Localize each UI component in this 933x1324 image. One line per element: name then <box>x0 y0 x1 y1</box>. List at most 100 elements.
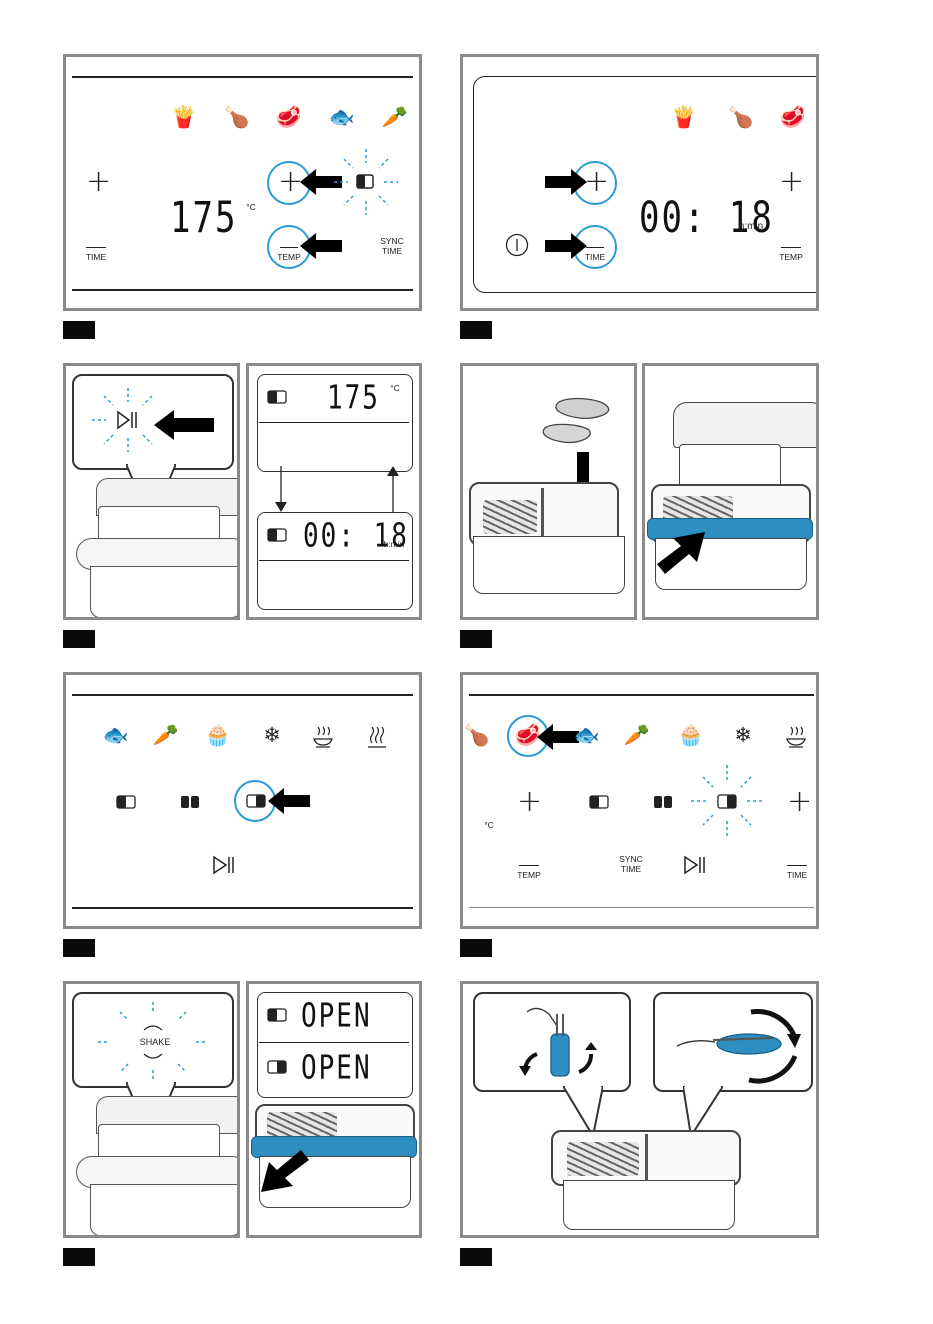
divider <box>259 422 409 423</box>
time-plus-button[interactable]: + <box>86 167 111 197</box>
basket-right-icon[interactable] <box>246 794 266 808</box>
basket-left-icon <box>267 528 287 542</box>
vegetables-icon[interactable]: 🥕 <box>379 107 411 128</box>
temp-label: TEMP <box>514 871 544 881</box>
muffin-icon[interactable]: 🧁 <box>202 725 234 746</box>
drumstick-icon[interactable]: 🍗 <box>725 107 757 128</box>
temp-minus-button[interactable] <box>781 247 801 248</box>
tongs-stir-icon <box>497 1000 607 1082</box>
fries-in-basket <box>567 1142 639 1176</box>
appliance-lid <box>673 402 819 448</box>
time-plus-button[interactable]: + <box>584 167 609 197</box>
vegetables-icon[interactable]: 🥕 <box>621 725 653 746</box>
divider <box>469 694 814 696</box>
time-label: TIME <box>81 253 111 263</box>
panel-4b <box>642 363 819 620</box>
temperature-unit: °C <box>241 203 261 213</box>
temperature-display: 175 <box>327 382 380 415</box>
step-tag <box>460 321 492 339</box>
step-tag <box>460 630 492 648</box>
basket-right-icon[interactable] <box>691 765 763 837</box>
divider <box>72 907 413 909</box>
drawer-body <box>563 1180 735 1230</box>
divider <box>469 907 814 908</box>
panel-4a <box>460 363 637 620</box>
fish-icon[interactable]: 🐟 <box>571 725 603 746</box>
steam-icon[interactable] <box>366 725 388 749</box>
drumstick-icon[interactable]: 🍗 <box>221 107 253 128</box>
divider <box>259 560 409 561</box>
fries-icon[interactable]: 🍟 <box>168 107 200 128</box>
time-plus-button[interactable]: + <box>787 787 812 817</box>
sync-time-label[interactable]: SYNC TIME <box>613 855 649 875</box>
divider <box>72 694 413 696</box>
divider <box>259 1042 409 1043</box>
panel-7a: SHAKE <box>63 981 240 1238</box>
arrow-down-icon <box>273 466 289 512</box>
time-minus-button[interactable] <box>787 865 807 866</box>
play-pause-icon[interactable] <box>683 855 707 875</box>
step-tag <box>63 1248 95 1266</box>
panel-2: 🍟 🍗 🥩 + TIME 00: 18 h:min + TEMP <box>460 54 819 311</box>
time-display: 00: 18 <box>639 197 774 240</box>
fries-icon[interactable]: 🍟 <box>668 107 700 128</box>
arrow-left-icon <box>154 410 214 440</box>
panel-3a <box>63 363 240 620</box>
time-label: TIME <box>782 871 812 881</box>
sync-time-label[interactable]: SYNC TIME <box>374 237 410 257</box>
muffin-icon[interactable]: 🧁 <box>675 725 707 746</box>
basket-left-icon[interactable] <box>589 795 609 809</box>
basket-both-icon[interactable] <box>180 795 200 809</box>
appliance-body <box>76 1096 240 1236</box>
keep-warm-icon[interactable] <box>312 725 334 749</box>
keep-warm-icon[interactable] <box>785 725 807 749</box>
fries-in-basket <box>483 500 537 534</box>
drawer-body <box>473 536 625 594</box>
appliance-body <box>76 478 240 618</box>
divider <box>72 76 413 78</box>
tongs-flip-icon <box>673 998 803 1084</box>
basket-left-icon[interactable] <box>116 795 136 809</box>
display-bezel <box>473 76 819 293</box>
defrost-icon[interactable]: ❄ <box>727 725 759 746</box>
open-display-bottom: OPEN <box>301 1052 372 1085</box>
panel-8 <box>460 981 819 1238</box>
step-tag <box>460 939 492 957</box>
step-tag <box>63 630 95 648</box>
power-icon[interactable] <box>505 233 529 257</box>
panel-6: 🍗 🥩 🐟 🥕 🧁 ❄ + °C TEMP + SYNC TIME TIME <box>460 672 819 929</box>
step-tag <box>63 939 95 957</box>
temperature-display: 175 <box>170 197 237 240</box>
steak-icon[interactable]: 🥩 <box>777 107 809 128</box>
basket-right-icon <box>267 1060 287 1074</box>
basket-select-icon[interactable] <box>334 149 398 215</box>
temp-label: TEMP <box>776 253 806 263</box>
steak-icon[interactable]: 🥩 <box>273 107 305 128</box>
temp-minus-button[interactable] <box>519 865 539 866</box>
arrow-left-icon <box>268 788 310 814</box>
arrow-out-icon <box>261 1150 309 1192</box>
panel-3b: 175 °C 00: 18 h:min <box>246 363 422 620</box>
steak-pieces <box>539 396 619 452</box>
fish-icon[interactable]: 🐟 <box>100 725 132 746</box>
temp-plus-button[interactable]: + <box>779 167 804 197</box>
play-pause-icon[interactable] <box>212 855 236 875</box>
basket-divider <box>645 1134 648 1182</box>
open-display-top: OPEN <box>301 1000 372 1033</box>
step-tag <box>63 321 95 339</box>
fish-icon[interactable]: 🐟 <box>326 107 358 128</box>
step-tag <box>460 1248 492 1266</box>
arrow-right-icon <box>545 169 587 195</box>
temp-plus-button[interactable]: + <box>517 787 542 817</box>
time-minus-button[interactable] <box>586 247 604 248</box>
shake-label: SHAKE <box>132 1037 178 1047</box>
time-minus-button[interactable] <box>86 247 106 248</box>
temp-minus-button[interactable] <box>280 247 298 248</box>
defrost-icon[interactable]: ❄ <box>256 725 288 746</box>
vegetables-icon[interactable]: 🥕 <box>150 725 182 746</box>
drumstick-icon[interactable]: 🍗 <box>461 725 493 746</box>
time-unit: h:min <box>379 540 409 550</box>
basket-both-icon[interactable] <box>653 795 673 809</box>
panel-1: 🍟 🍗 🥩 🐟 🥕 + TIME 175 °C + TEMP SYNC TIME <box>63 54 422 311</box>
arrow-left-icon <box>300 233 342 259</box>
